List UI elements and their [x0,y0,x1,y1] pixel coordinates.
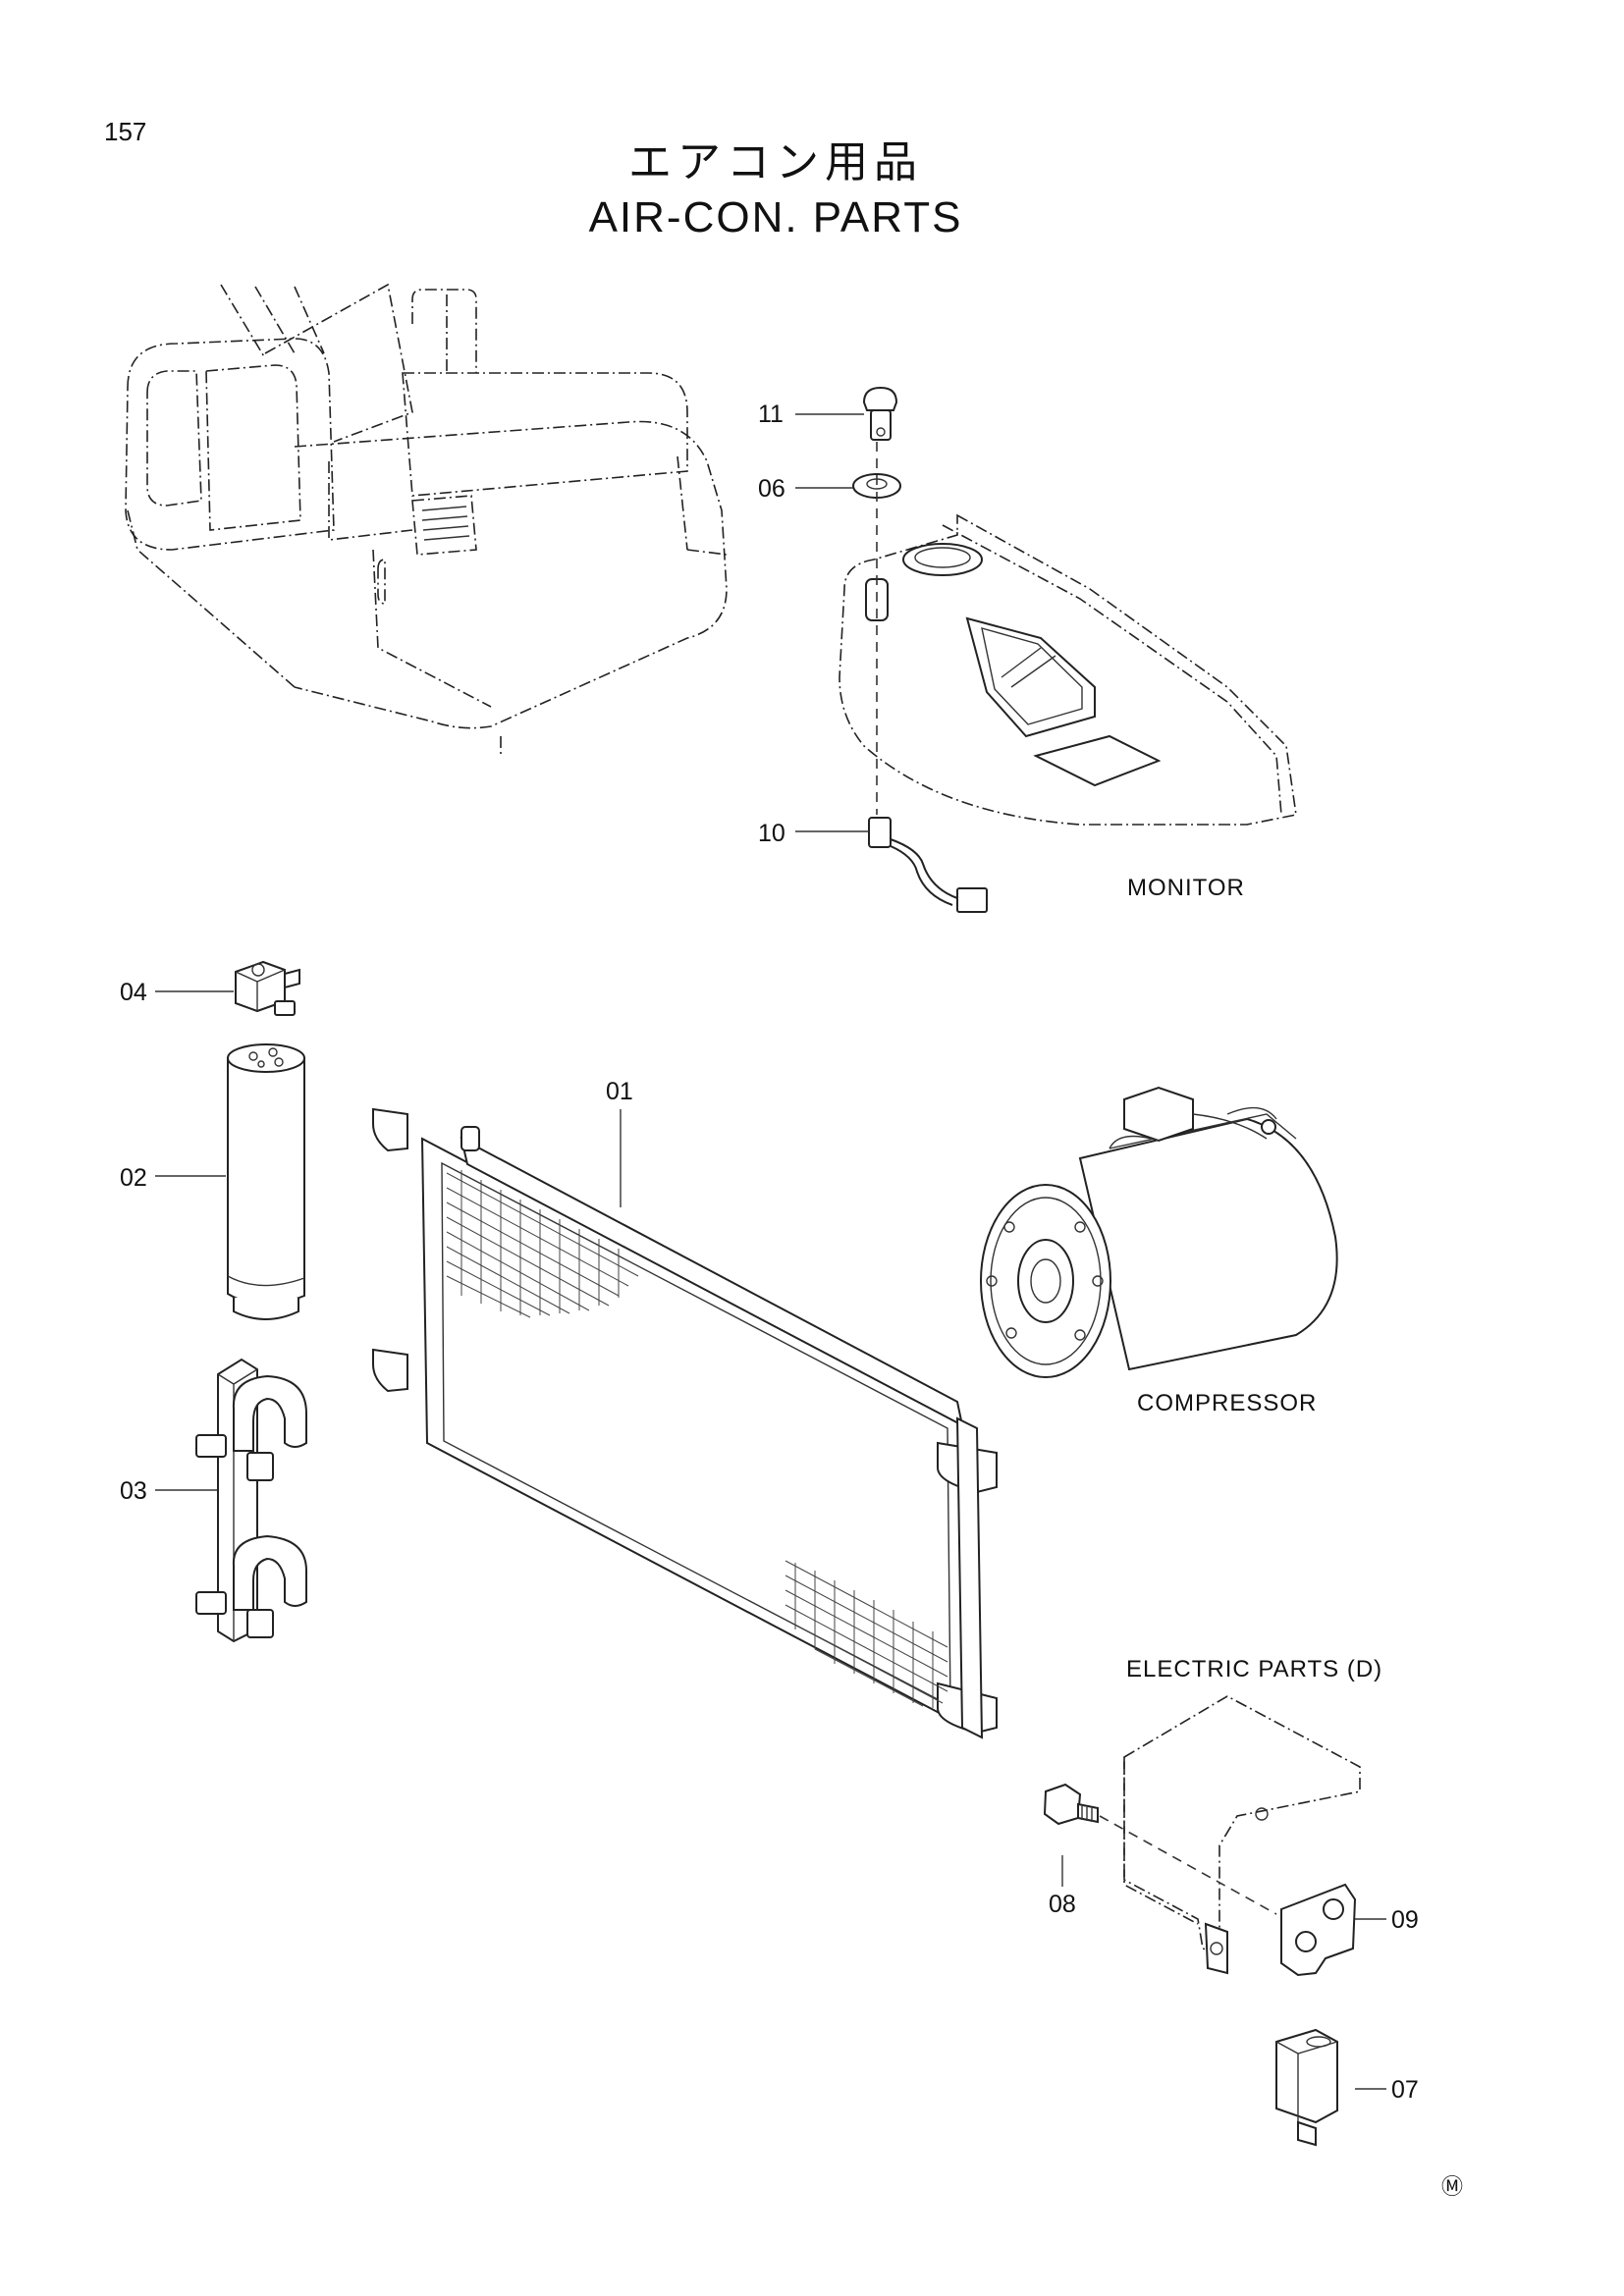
callout-07: 07 [1391,2076,1419,2104]
callout-09: 08 [1049,1891,1076,1918]
m-mark-symbol: Ⓜ [1441,2174,1463,2199]
callout-labels: 11 06 10 04 02 03 01 09 07 08 [120,400,1419,2104]
part-01-condenser [372,1107,998,1739]
callout-04: 04 [120,979,147,1006]
title-japanese: エアコン用品 [628,138,923,187]
section-label-monitor: MONITOR [1127,875,1245,901]
callout-01: 01 [606,1078,633,1105]
callout-08: 09 [1391,1906,1419,1934]
callout-10: 10 [758,820,785,847]
callout-03: 03 [120,1477,147,1505]
callout-02: 02 [120,1164,147,1192]
section-label-compressor: COMPRESSOR [1137,1390,1317,1416]
part-04-fitting [235,960,300,1016]
title-english: AIR-CON. PARTS [589,193,963,241]
leader-lines [155,413,1386,2090]
callout-11: 11 [758,400,784,428]
electric-parts-assembly [1043,1695,1361,2147]
compressor-illustration [980,1086,1338,1378]
monitor-assembly [839,386,1297,913]
section-label-electric-parts: ELECTRIC PARTS (D) [1126,1656,1382,1682]
part-03-mounting-bracket [195,1358,307,1643]
excavator-phantom-illustration [125,283,728,756]
page-number: 157 [104,117,146,146]
callout-06: 06 [758,475,785,503]
part-02-receiver-drier [227,1043,305,1320]
